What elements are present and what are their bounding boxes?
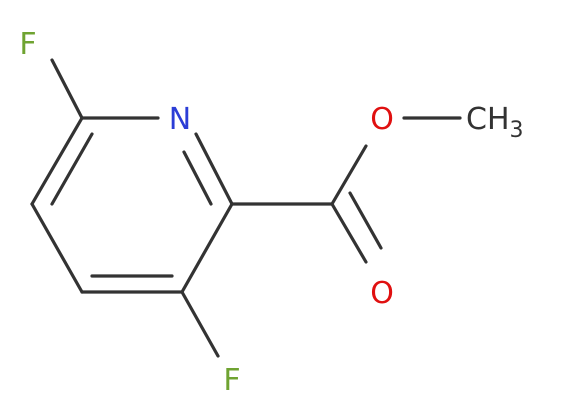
atom-n: N [169, 102, 191, 137]
atom-methyl: CH3 [466, 102, 524, 143]
bond-c2-c3 [180, 202, 234, 294]
methyl-label: CH [466, 102, 510, 137]
bond-n-c2 [194, 132, 234, 206]
methyl-subscript: 3 [510, 118, 524, 143]
bond-carbonyl-o-double-b [348, 191, 383, 250]
bond-carbonyl-o-ether [330, 144, 368, 206]
atom-labels: F N O CH3 O F [19, 27, 523, 398]
atom-o-ether: O [370, 102, 394, 137]
bond-n-c2-double [182, 150, 213, 206]
bond-lines [30, 58, 462, 358]
bond-c4-c5 [30, 202, 84, 294]
bond-c3-f [180, 290, 220, 358]
bond-c5-c6 [30, 116, 84, 206]
atom-f-top: F [19, 27, 36, 62]
bond-f-c6 [50, 58, 84, 120]
bond-carbonyl-o-double-a [330, 202, 368, 264]
atom-f-bottom: F [223, 363, 240, 398]
atom-o-carbonyl: O [370, 276, 394, 311]
bond-c5-c6-double [50, 132, 94, 206]
